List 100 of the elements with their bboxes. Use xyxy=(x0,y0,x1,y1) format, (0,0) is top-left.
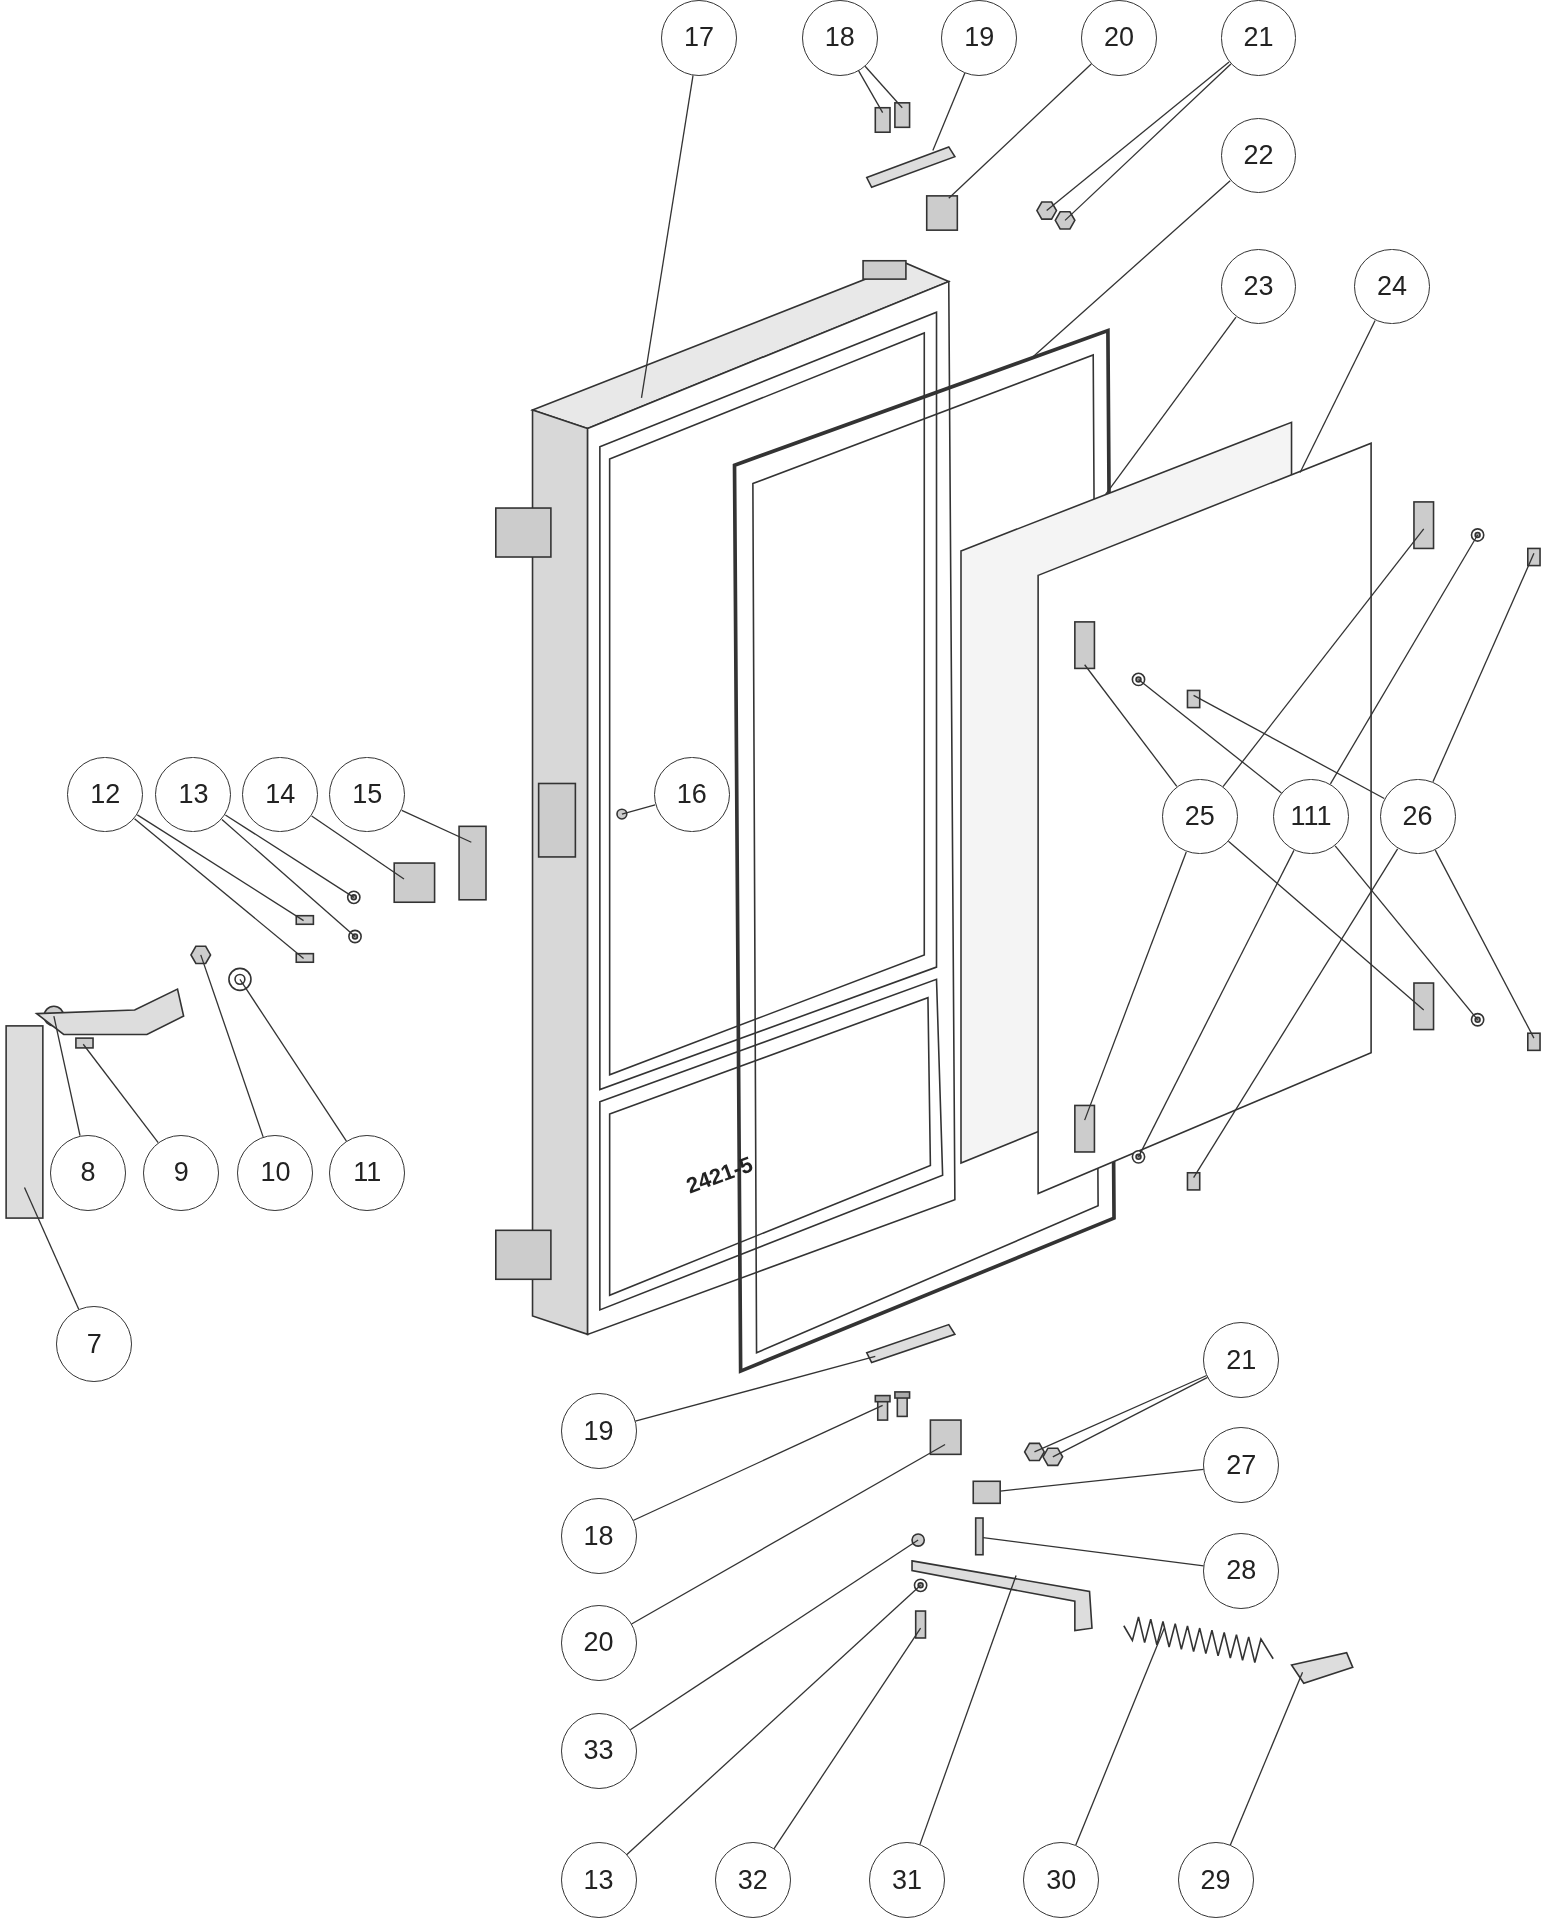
callout-number: 20 xyxy=(560,1604,637,1681)
callout-number: 18 xyxy=(560,1498,637,1575)
callout-number: 13 xyxy=(155,756,232,833)
callout-number: 23 xyxy=(1220,248,1297,325)
leader-line xyxy=(1434,849,1535,1039)
washer-drawing xyxy=(913,1578,928,1593)
washer-drawing xyxy=(1470,528,1485,542)
callout-number: 17 xyxy=(661,0,737,76)
callout-number: 33 xyxy=(560,1712,637,1789)
screw-drawing xyxy=(914,1610,927,1639)
callout-number: 22 xyxy=(1220,117,1297,194)
leader-line xyxy=(1229,1671,1304,1846)
leader-line xyxy=(629,1539,919,1731)
nut-drawing xyxy=(1042,1447,1064,1467)
nut-drawing xyxy=(1036,201,1058,220)
callout-number: 32 xyxy=(714,1842,791,1919)
leader-line xyxy=(640,74,694,399)
leader-line xyxy=(224,814,355,898)
clip-drawing xyxy=(1413,982,1435,1031)
leader-line xyxy=(1432,552,1535,783)
callout-number: 9 xyxy=(143,1134,220,1211)
screw-drawing xyxy=(1527,547,1541,567)
callout-number: 30 xyxy=(1023,1842,1100,1919)
nut-drawing xyxy=(911,1533,926,1547)
callout-number: 10 xyxy=(237,1134,314,1211)
clip-drawing xyxy=(1074,1104,1096,1153)
washer-drawing xyxy=(1131,1149,1146,1164)
leader-line xyxy=(1084,664,1178,787)
callout-number: 20 xyxy=(1080,0,1157,76)
bolt-drawing xyxy=(874,106,891,133)
catch-drawing xyxy=(1290,1651,1354,1685)
callout-number: 26 xyxy=(1379,778,1456,855)
hinge-pin-drawing xyxy=(929,1419,962,1456)
washer-drawing xyxy=(1131,672,1146,687)
leader-line xyxy=(1052,1376,1209,1458)
clip-drawing xyxy=(1074,621,1096,670)
screw-drawing xyxy=(1186,1172,1201,1191)
pin-drawing xyxy=(974,1517,984,1556)
screw-drawing xyxy=(1186,689,1201,709)
link-bar-drawing xyxy=(911,1559,1093,1632)
leader-line xyxy=(630,1443,946,1625)
latch-drawing xyxy=(393,862,436,904)
leader-line xyxy=(1227,840,1425,1011)
callout-number: 19 xyxy=(941,0,1018,76)
hinge-plate-drawing xyxy=(865,1323,957,1364)
callout-number: 21 xyxy=(1203,1322,1280,1398)
leader-line xyxy=(773,1627,922,1850)
leader-line xyxy=(1137,849,1295,1158)
leader-line xyxy=(932,72,966,152)
leader-line xyxy=(1033,1374,1208,1453)
leader-line xyxy=(982,1536,1205,1567)
leader-line xyxy=(999,1468,1205,1492)
bolt-drawing xyxy=(874,1391,911,1421)
washer-drawing xyxy=(1470,1012,1485,1027)
leader-line xyxy=(23,1186,80,1311)
hinge-plate-drawing xyxy=(865,145,957,189)
bolt-drawing xyxy=(894,102,911,129)
leader-line xyxy=(311,815,405,880)
screw-drawing xyxy=(295,914,315,926)
leader-line xyxy=(133,818,305,960)
leader-line xyxy=(864,65,903,109)
leader-line xyxy=(621,804,656,815)
nut-drawing xyxy=(190,945,212,965)
leader-line xyxy=(82,1043,159,1144)
callout-number: 21 xyxy=(1220,0,1297,76)
leader-line xyxy=(239,978,348,1142)
screw-drawing xyxy=(295,952,315,963)
callout-number: 13 xyxy=(560,1842,637,1919)
callout-number: 29 xyxy=(1177,1842,1254,1919)
leader-line xyxy=(1334,845,1479,1021)
leader-line xyxy=(634,1355,876,1422)
leader-line xyxy=(1046,61,1230,212)
callout-number: 31 xyxy=(869,1842,946,1919)
door-frame-drawing xyxy=(495,259,956,1336)
callout-number: 18 xyxy=(801,0,878,76)
callout-number: 28 xyxy=(1203,1532,1280,1609)
leader-line xyxy=(1064,63,1232,221)
callout-number: 7 xyxy=(56,1306,133,1383)
nut-drawing xyxy=(1023,1442,1046,1462)
washer-drawing xyxy=(346,890,361,905)
leader-line xyxy=(1192,694,1385,800)
leader-line xyxy=(1137,678,1283,794)
callout-number: 24 xyxy=(1353,248,1430,325)
leader-line xyxy=(858,70,884,114)
screw-drawing xyxy=(1527,1032,1541,1052)
callout-number: 14 xyxy=(242,756,319,833)
leader-line xyxy=(1075,1627,1165,1846)
callout-number: 27 xyxy=(1203,1427,1280,1504)
callout-number: 19 xyxy=(560,1393,637,1469)
callout-number: 12 xyxy=(67,756,144,833)
hinge-pin-drawing xyxy=(925,195,959,231)
door-panel-drawing xyxy=(1037,442,1372,1195)
leader-line xyxy=(625,1584,922,1856)
leader-line xyxy=(919,1574,1017,1846)
washer-drawing xyxy=(228,967,252,992)
leader-line xyxy=(1222,528,1425,788)
washer-drawing xyxy=(348,929,362,944)
callout-number: 15 xyxy=(329,756,406,833)
leader-line xyxy=(136,814,305,922)
callout-number: 11 xyxy=(329,1134,406,1211)
